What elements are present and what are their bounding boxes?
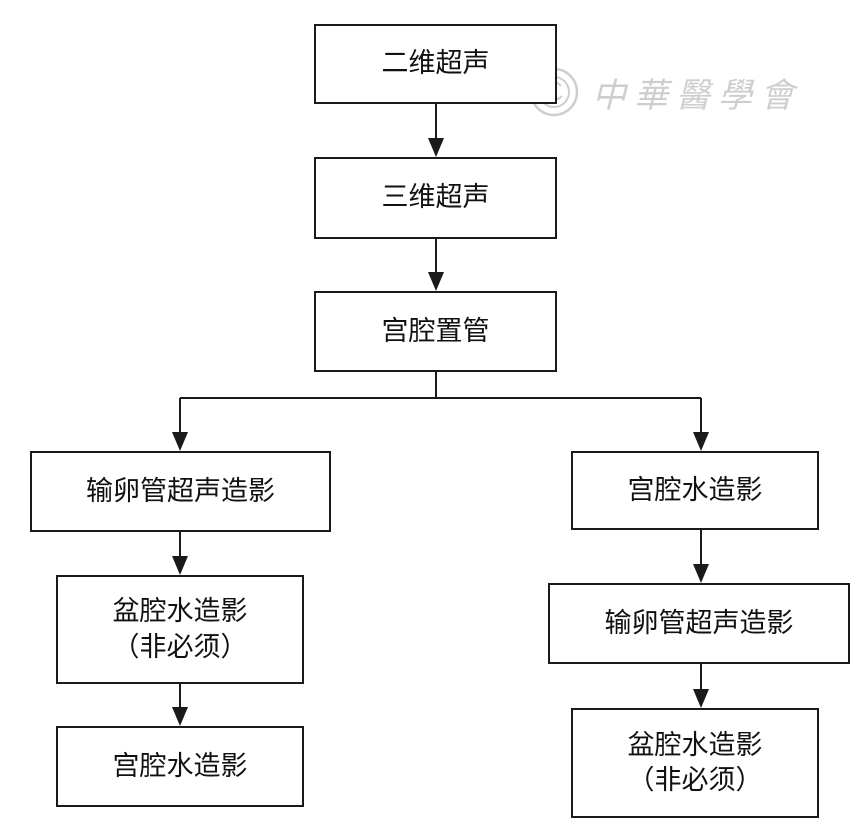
node-left-tubal-contrast-ultrasound: 输卵管超声造影: [30, 451, 331, 532]
arrowhead-left3: [172, 707, 188, 726]
arrowhead-right1: [693, 432, 709, 451]
arrowhead-right3: [693, 689, 709, 708]
node-label: 盆腔水造影: [112, 596, 248, 628]
arrowhead-n3: [428, 272, 444, 291]
node-right-tubal-contrast-ultrasound: 输卵管超声造影: [548, 583, 850, 664]
node-note: （非必须）: [112, 631, 248, 663]
node-label: 三维超声: [381, 182, 490, 214]
arrowhead-n2: [428, 138, 444, 157]
node-label: 宫腔水造影: [627, 474, 763, 506]
node-intrauterine-catheter: 宫腔置管: [314, 291, 557, 372]
node-left-pelvic-hydrography: 盆腔水造影 （非必须）: [56, 575, 304, 684]
node-note: （非必须）: [627, 765, 763, 796]
node-2d-ultrasound: 二维超声: [314, 24, 557, 104]
watermark: 中華醫學會: [528, 62, 828, 122]
node-label: 宫腔水造影: [112, 750, 248, 782]
watermark-text: 中華醫學會: [592, 75, 802, 116]
node-label: 盆腔水造影: [627, 729, 763, 761]
node-3d-ultrasound: 三维超声: [314, 157, 557, 239]
node-label: 二维超声: [381, 48, 490, 80]
arrowhead-left1: [172, 432, 188, 451]
arrowhead-right2: [693, 564, 709, 583]
node-right-pelvic-hydrography: 盆腔水造影 （非必须）: [571, 708, 819, 818]
node-label: 输卵管超声造影: [604, 607, 794, 639]
node-label: 输卵管超声造影: [86, 475, 275, 507]
node-left-uterine-hydrography: 宫腔水造影: [56, 726, 304, 807]
node-label: 宫腔置管: [381, 315, 490, 347]
arrowhead-left2: [172, 556, 188, 575]
node-right-uterine-hydrography: 宫腔水造影: [571, 451, 819, 530]
